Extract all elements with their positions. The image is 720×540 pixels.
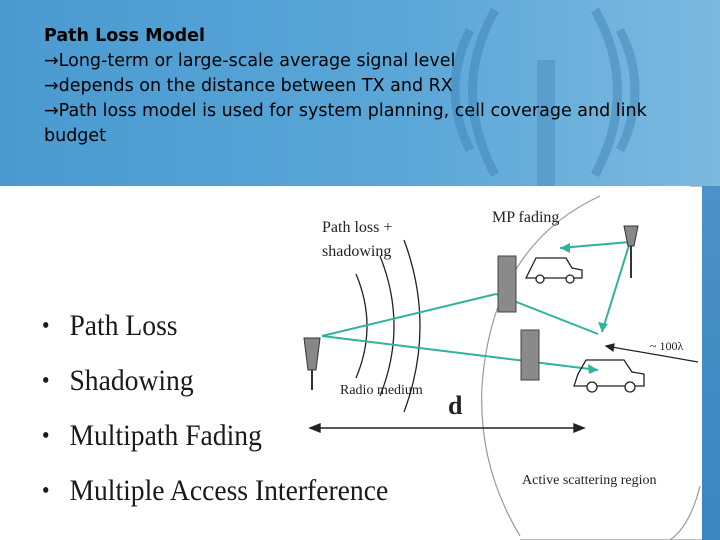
slide-title: Path Loss Model	[44, 26, 206, 46]
bullet-item: •Multiple Access Interference	[41, 474, 389, 507]
arrow-icon: →	[44, 101, 59, 121]
header-band: Path Loss Model →Long-term or large-scal…	[0, 0, 720, 186]
header-text: Path Loss Model →Long-term or large-scal…	[44, 24, 694, 149]
arrow-icon: →	[44, 76, 59, 96]
wavelength-label: ~ 100λ	[650, 339, 683, 353]
bullet-item: •Path Loss	[41, 309, 178, 342]
wireless-signal-icon	[450, 7, 640, 186]
scattering-region-label: Active scattering region	[522, 473, 657, 488]
arrow-icon: →	[44, 51, 59, 71]
bullet-item: •Multipath Fading	[41, 419, 262, 452]
distance-arrow	[308, 422, 586, 434]
obstacle-building-1	[497, 255, 517, 313]
right-accent-strip	[702, 186, 720, 540]
header-line-2: →depends on the distance between TX and …	[44, 76, 453, 96]
mp-fading-label: MP fading	[492, 209, 559, 226]
car-icon	[524, 257, 583, 284]
distance-label: d	[448, 391, 463, 420]
obstacle-building-2	[520, 329, 540, 381]
bullet-item: •Shadowing	[41, 364, 194, 397]
bullet-list: •Path Loss •Shadowing •Multipath Fading …	[40, 304, 419, 524]
signal-rays	[321, 241, 631, 371]
wavelength-arrow	[604, 343, 699, 363]
rx-antenna-icon	[623, 225, 639, 278]
header-line-3: →Path loss model is used for system plan…	[44, 101, 647, 146]
tx-antenna-icon	[303, 337, 321, 390]
scattering-region-circle	[481, 186, 702, 540]
propagation-diagram: ~ 100λ d Path loss + shadowing MP fading…	[303, 186, 702, 540]
header-line-1: →Long-term or large-scale average signal…	[44, 51, 456, 71]
radio-medium-label: Radio medium	[340, 383, 423, 398]
path-loss-label: Path loss +	[322, 219, 392, 236]
car-icon	[573, 359, 645, 393]
shadowing-label: shadowing	[322, 243, 391, 260]
